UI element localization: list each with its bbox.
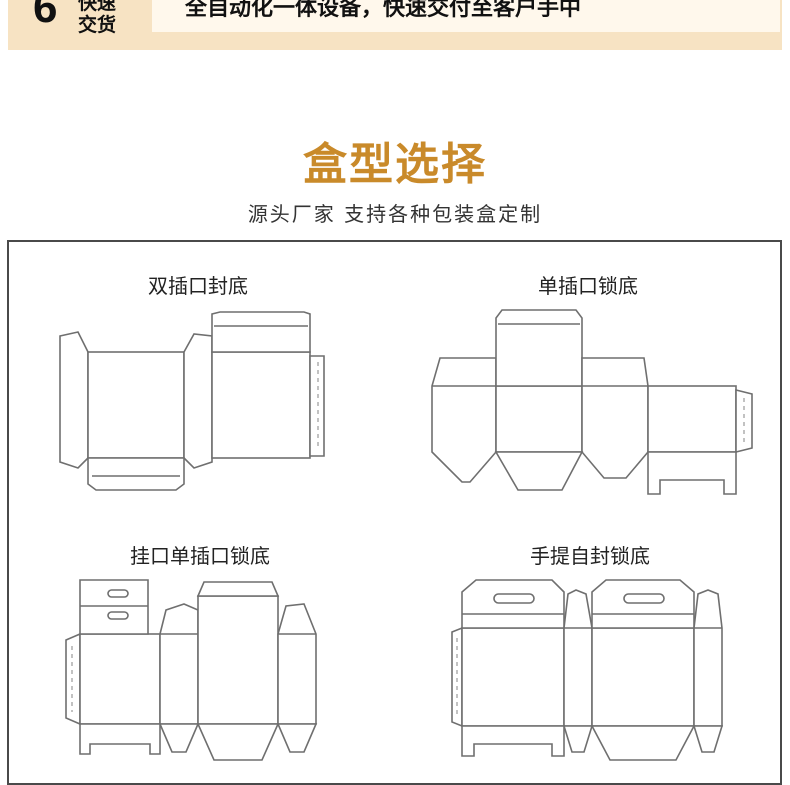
step-label: 快速 交货	[78, 0, 138, 36]
dieline-double-tuck	[59, 311, 325, 491]
step-description-box	[152, 0, 780, 32]
step-number: 6	[33, 0, 58, 32]
box-label-handle-lock: 手提自封锁底	[530, 544, 650, 568]
box-label-double-tuck: 双插口封底	[148, 274, 248, 298]
box-label-hang-tab-lock: 挂口单插口锁底	[130, 544, 270, 568]
step-label-line1: 快速	[78, 0, 117, 14]
dieline-handle-lock	[451, 579, 724, 761]
box-label-single-tuck-lock: 单插口锁底	[538, 274, 638, 298]
step-label-line2: 交货	[78, 14, 117, 36]
step-description: 全自动化一体设备，快速交付至客户手中	[185, 0, 582, 21]
dieline-single-tuck-lock	[431, 309, 753, 495]
section-title: 盒型选择	[303, 139, 487, 190]
dieline-hang-tab-lock	[65, 579, 318, 761]
section-subtitle: 源头厂家 支持各种包装盒定制	[247, 202, 543, 226]
